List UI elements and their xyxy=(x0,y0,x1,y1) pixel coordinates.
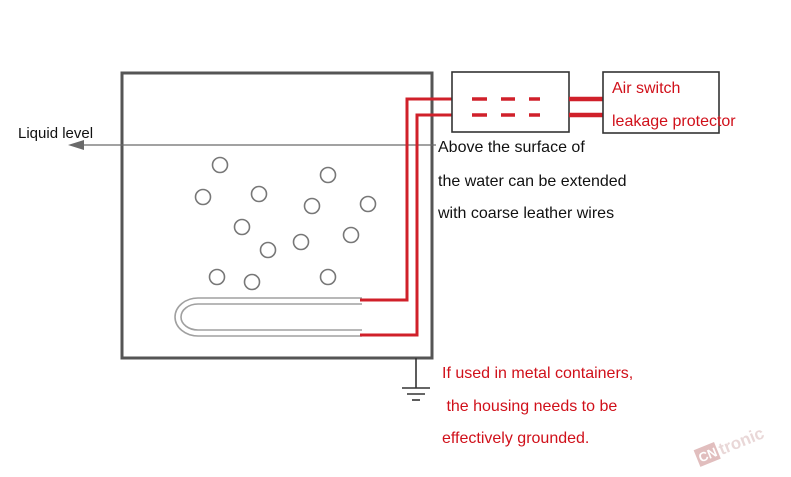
above-surface-note-line1: Above the surface of xyxy=(438,139,585,156)
bubble xyxy=(303,197,321,215)
liquid-level-label: Liquid level xyxy=(18,125,93,142)
bubble xyxy=(319,166,337,184)
above-surface-note-line3: with coarse leather wires xyxy=(437,205,614,222)
grounding-note-line3: effectively grounded. xyxy=(442,430,589,447)
watermark-cn-box xyxy=(693,441,721,467)
water-tank xyxy=(120,71,434,360)
switch-box xyxy=(451,71,570,133)
bubble xyxy=(259,241,277,259)
switch-contacts xyxy=(472,97,540,117)
bubble xyxy=(233,218,251,236)
air-switch-box xyxy=(602,71,720,134)
protector-connection xyxy=(569,96,604,118)
bubble xyxy=(342,226,360,244)
bubble xyxy=(250,185,268,203)
bubble xyxy=(208,268,226,286)
brand-watermark: CN tronic xyxy=(693,424,767,467)
air-switch-label: Air switch xyxy=(612,80,680,97)
watermark-cn-text: CN xyxy=(696,444,719,465)
liquid-level-arrow-icon xyxy=(68,140,84,150)
heating-tube xyxy=(174,297,362,337)
liquid-level-indicator xyxy=(68,140,436,150)
bubble xyxy=(359,195,377,213)
grounding-note-line1: If used in metal containers, xyxy=(442,365,633,382)
bubble xyxy=(211,156,229,174)
above-surface-note-line2: the water can be extended xyxy=(438,173,627,190)
bubble xyxy=(292,233,310,251)
bubbles xyxy=(194,156,377,291)
grounding-note-line2: the housing needs to be xyxy=(442,398,617,415)
power-wires xyxy=(360,97,462,337)
watermark-tronic-text: tronic xyxy=(716,424,767,459)
bubble xyxy=(243,273,261,291)
bubble xyxy=(194,188,212,206)
ground-icon xyxy=(402,358,430,401)
bubble xyxy=(319,268,337,286)
leakage-protector-label: leakage protector xyxy=(612,113,736,130)
